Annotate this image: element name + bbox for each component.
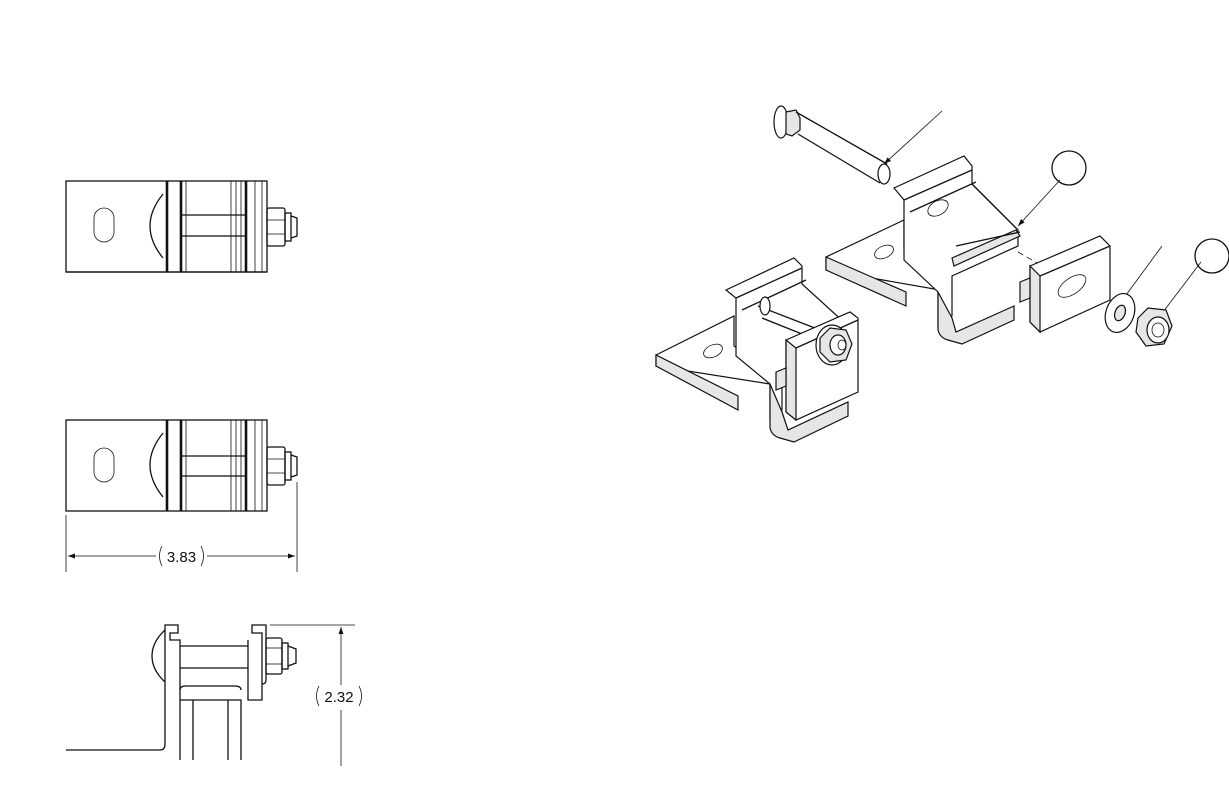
clamp-plate [1019,235,1111,334]
clamp-leader-line [1017,179,1061,227]
height-dimension-label: 2.32 [324,689,353,706]
top-view-lower [65,419,298,512]
side-view [66,624,297,760]
nut-leader-line [1159,261,1202,317]
width-dimension-label: 3.83 [167,549,196,566]
height-dimension: 2.32 [270,624,362,766]
isometric-exploded-view [655,105,1229,443]
bolt-leader-line [883,110,943,165]
front-bracket-assembly [655,257,859,443]
top-view-upper [65,180,298,273]
washer [1104,293,1136,333]
carriage-bolt [773,105,891,185]
item-balloon-nut [1194,238,1229,274]
item-balloon-clamp [1051,150,1087,186]
middle-bracket [825,155,1021,345]
hex-nut [1135,307,1173,347]
width-dimension: 3.83 [65,482,298,572]
